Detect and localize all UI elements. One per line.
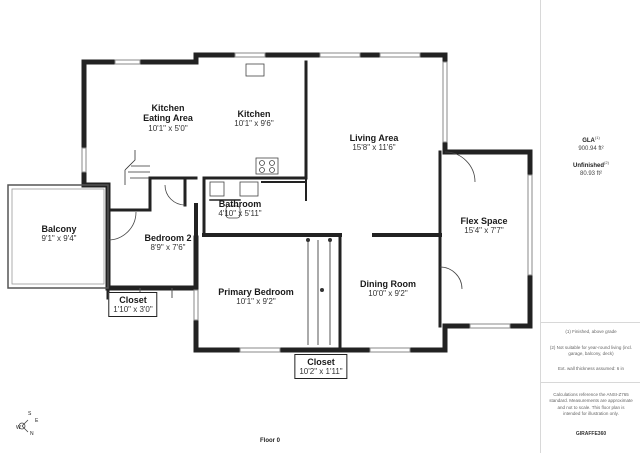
room-name: Closet: [307, 357, 335, 367]
room-name: Bathroom: [218, 199, 262, 209]
room-dims: 10'2" x 1'11": [299, 367, 343, 376]
room-kitchen: Kitchen 10'1" x 9'6": [234, 109, 273, 129]
room-name: Dining Room: [360, 279, 416, 289]
compass-s: S: [28, 411, 32, 417]
room-dims: 10'1" x 5'0": [148, 123, 188, 133]
room-dining-room: Dining Room 10'0" x 9'2": [360, 279, 416, 299]
compass-w: W: [16, 425, 21, 431]
summary-panel: GLA(1) 900.94 ft² Unfinished(2) 80.93 ft…: [540, 0, 640, 453]
room-name: Eating Area: [143, 113, 193, 124]
room-name: Primary Bedroom: [218, 287, 294, 297]
unfinished-sup: (2): [604, 160, 609, 165]
room-closet-1: Closet 1'10" x 3'0": [108, 292, 158, 317]
floor-label: Floor 0: [259, 438, 281, 444]
compass-n: N: [30, 431, 34, 437]
room-name: Flex Space: [460, 216, 508, 226]
brand-logo: GIRAFFE360: [575, 431, 607, 437]
room-name: Balcony: [41, 224, 77, 234]
room-dims: 1'10" x 3'0": [113, 305, 153, 314]
room-name: Kitchen: [151, 103, 185, 113]
room-dims: 15'4" x 7'7": [464, 226, 504, 236]
room-dims: 9'1" x 9'4": [41, 234, 77, 244]
compass-icon: [18, 419, 29, 433]
unfinished-value: 80.93 ft²: [579, 171, 602, 178]
room-closet-2: Closet 10'2" x 1'11": [294, 354, 348, 379]
room-living-area: Living Area 15'8" x 11'6": [350, 133, 399, 153]
room-flex-space: Flex Space 15'4" x 7'7": [460, 216, 507, 236]
note-3: Ext. wall thickness assumed: 6 in: [557, 366, 625, 371]
room-primary-bedroom: Primary Bedroom 10'1" x 9'2": [218, 287, 294, 307]
gla-value: 900.94 ft²: [578, 146, 604, 153]
room-name: Closet: [119, 295, 147, 305]
room-kitchen-eating-area: Kitchen Eating Area 10'1" x 5'0": [143, 103, 193, 133]
compass-e: E: [35, 418, 39, 424]
room-bathroom: Bathroom 4'10" x 5'11": [218, 199, 261, 219]
disclaimer: Calculations reference the ANSI-Z765 sta…: [549, 392, 633, 416]
room-name: Living Area: [349, 133, 399, 143]
room-name: Kitchen: [237, 109, 271, 119]
room-balcony: Balcony 9'1" x 9'4": [41, 224, 76, 244]
room-dims: 10'1" x 9'6": [234, 119, 274, 129]
floor-plan-drawing: [7, 52, 533, 433]
room-dims: 15'8" x 11'6": [352, 143, 396, 153]
divider: [541, 382, 640, 383]
room-dims: 4'10" x 5'11": [218, 209, 262, 219]
room-bedroom-2: Bedroom 2 8'9" x 7'6": [144, 233, 191, 253]
gla-sup: (1): [594, 135, 600, 140]
note-1: (1) Finished, above grade: [565, 329, 617, 334]
gla-block: GLA(1) 900.94 ft²: [541, 135, 640, 153]
room-dims: 10'0" x 9'2": [368, 289, 408, 299]
room-dims: 8'9" x 7'6": [150, 243, 186, 253]
gla-label: GLA: [582, 138, 595, 144]
unfinished-block: Unfinished(2) 80.93 ft²: [541, 160, 640, 178]
unfinished-label: Unfinished: [573, 163, 605, 169]
divider: [541, 322, 640, 323]
note-2: (2) Not suitable for year-round living (…: [549, 345, 633, 357]
room-name: Bedroom 2: [144, 233, 192, 243]
floor-plan: Kitchen Eating Area 10'1" x 5'0" Kitchen…: [7, 52, 533, 444]
room-dims: 10'1" x 9'2": [236, 297, 276, 307]
